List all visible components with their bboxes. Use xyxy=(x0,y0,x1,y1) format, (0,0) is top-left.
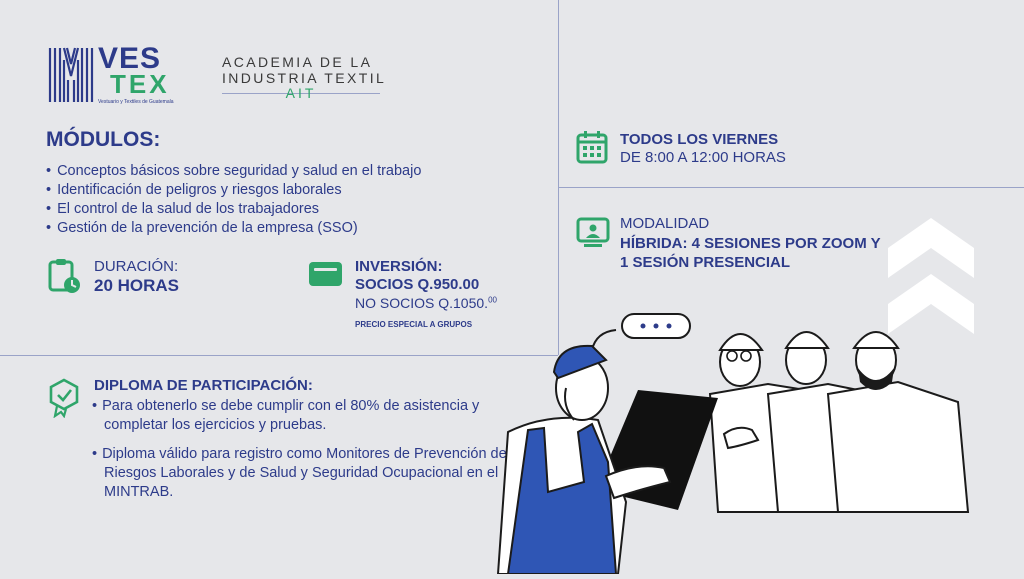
calendar-icon xyxy=(576,130,608,169)
diploma-title: DIPLOMA DE PARTICIPACIÓN: xyxy=(94,377,313,394)
modules-title: MÓDULOS: xyxy=(46,128,161,151)
diploma-list: Para obtenerlo se debe cumplir con el 80… xyxy=(92,397,542,512)
investment-nonmembers-price: NO SOCIOS Q.1050.00 xyxy=(355,295,497,311)
academy-acronym: AIT xyxy=(285,85,317,101)
list-item: Diploma válido para registro como Monito… xyxy=(92,445,542,502)
modality-label: MODALIDAD xyxy=(620,215,710,232)
modules-list: Conceptos básicos sobre seguridad y salu… xyxy=(46,162,421,238)
academy-name-line1: ACADEMIA DE LA xyxy=(222,54,373,70)
nonmembers-price-main: NO SOCIOS Q.1050. xyxy=(355,295,489,311)
list-item: Para obtenerlo se debe cumplir con el 80… xyxy=(92,397,542,435)
logo-wordmark-top: VES xyxy=(98,42,162,75)
investment-members-price: SOCIOS Q.950.00 xyxy=(355,276,480,293)
chevron-up-decoration-icon xyxy=(888,218,974,341)
divider-right-horizontal xyxy=(558,187,1024,188)
list-item: Identificación de peligros y riesgos lab… xyxy=(46,181,421,200)
schedule-title: TODOS LOS VIERNES xyxy=(620,131,779,148)
logo-tagline: Vestuario y Textiles de Guatemala xyxy=(98,99,174,105)
list-item: Gestión de la prevención de la empresa (… xyxy=(46,219,421,238)
group-price-note: PRECIO ESPECIAL A GRUPOS xyxy=(355,320,473,329)
modality-value: HÍBRIDA: 4 SESIONES POR ZOOM Y 1 SESIÓN … xyxy=(620,235,881,271)
academy-name-line2: INDUSTRIA TEXTIL xyxy=(222,70,387,86)
nonmembers-price-cents: 00 xyxy=(488,295,497,305)
monitor-user-icon xyxy=(576,217,610,254)
workers-illustration xyxy=(488,312,978,579)
divider-vertical xyxy=(558,0,559,355)
duration-label: DURACIÓN: xyxy=(94,258,179,275)
divider-left-horizontal xyxy=(0,355,558,356)
list-item: El control de la salud de los trabajador… xyxy=(46,200,421,219)
list-item: Conceptos básicos sobre seguridad y salu… xyxy=(46,162,421,181)
academy-rule xyxy=(222,93,380,94)
schedule-time: DE 8:00 A 12:00 HORAS xyxy=(620,149,786,166)
duration-value: 20 HORAS xyxy=(94,276,180,295)
investment-label: INVERSIÓN: xyxy=(355,258,443,275)
wallet-icon xyxy=(308,260,344,293)
award-badge-icon xyxy=(48,378,80,423)
vestex-logo-icon xyxy=(47,46,95,104)
logo-wordmark-bottom: TEX xyxy=(110,69,170,99)
clipboard-clock-icon xyxy=(48,258,82,299)
